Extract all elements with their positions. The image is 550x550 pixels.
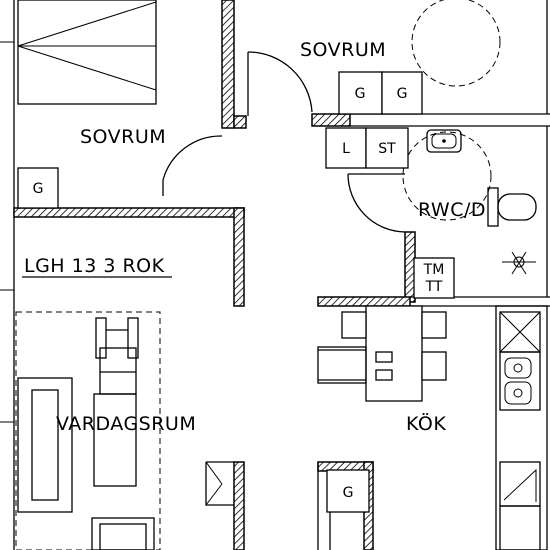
wall-door-stub (233, 115, 247, 129)
wardrobe-g-3: G (17, 167, 59, 209)
wall-kitchen-top (317, 296, 411, 307)
svg-text:G: G (397, 86, 408, 102)
armchair (91, 517, 155, 550)
dining-table (341, 305, 447, 402)
sofa (17, 377, 73, 513)
wall-bedroom-living (13, 207, 245, 218)
linen-cabinet: L (325, 127, 367, 169)
svg-text:G: G (355, 86, 366, 102)
living-dashed-zone (15, 311, 161, 550)
wardrobe-g-1: G (338, 71, 383, 115)
bed-top-left (17, 0, 157, 105)
apartment-label: LGH 13 3 ROK (24, 255, 165, 277)
tv-unit (205, 461, 234, 506)
room-label-living: VARDAGSRUM (56, 413, 196, 435)
svg-text:G: G (33, 181, 44, 197)
wall-living-hall (233, 207, 245, 307)
toilet (487, 187, 537, 227)
wall-living-bottom (233, 461, 245, 550)
laundry-machines: TM TT (413, 257, 455, 299)
room-label-bedroom-left: SOVRUM (80, 126, 166, 148)
svg-text:TT: TT (425, 279, 443, 295)
door-bedroom-left (162, 135, 223, 196)
door-bedroom-top (247, 51, 313, 116)
storage-cabinet: ST (365, 127, 409, 169)
room-label-bedroom-top: SOVRUM (300, 39, 386, 61)
room-label-bathroom: RWC/D (418, 199, 486, 221)
turning-circle-bathroom (402, 131, 492, 221)
svg-text:G: G (343, 485, 354, 501)
wheelchair-symbol-living (95, 317, 139, 395)
wardrobe-g-4: G (326, 469, 370, 513)
wheelchair-symbol-kitchen (317, 346, 393, 384)
kitchen-counter (495, 305, 548, 550)
room-label-kitchen: KÖK (406, 412, 446, 435)
wall-bedroom-divider (221, 0, 235, 129)
wardrobe-g-2: G (381, 71, 423, 115)
kitchen-lower-counter (317, 462, 331, 550)
svg-text:L: L (342, 141, 350, 157)
shower-symbol (502, 251, 536, 275)
door-bathroom (347, 173, 406, 233)
wall-top-bedroom-bottom (311, 113, 351, 127)
left-wall-ticks (0, 41, 14, 423)
svg-text:ST: ST (378, 141, 396, 157)
svg-text:TM: TM (423, 262, 445, 278)
living-table (93, 393, 137, 487)
bathroom-sink (426, 129, 462, 153)
turning-circle-bedroom (411, 0, 501, 87)
